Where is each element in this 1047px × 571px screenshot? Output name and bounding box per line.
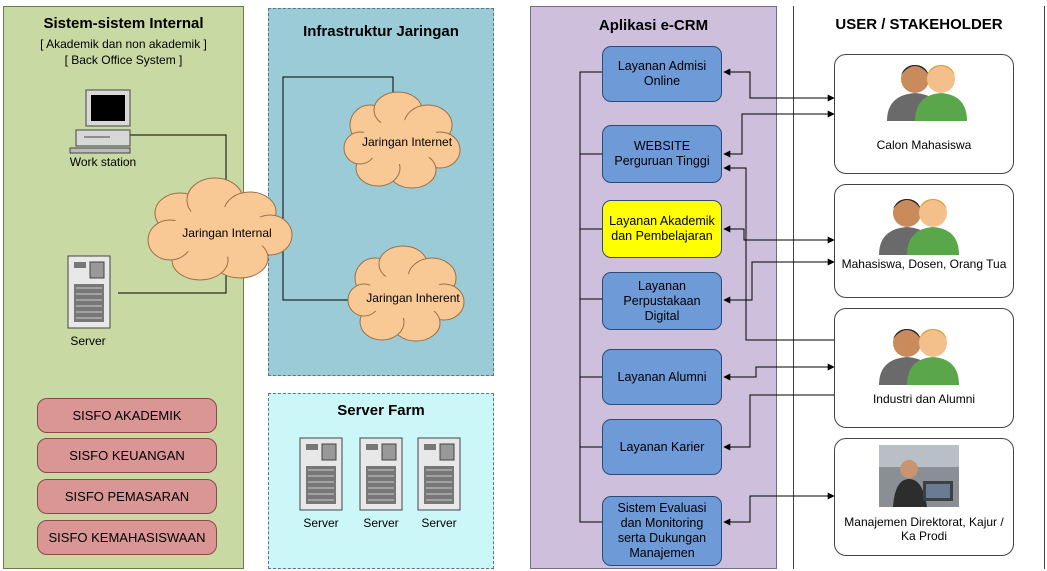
internet-connector <box>282 76 394 220</box>
service-perpustakaan: Layanan Perpustakaan Digital <box>602 272 722 330</box>
farm-server-label-1: Server <box>303 516 339 530</box>
internal-systems-subtitle-backoffice: [ Back Office System ] <box>64 53 183 67</box>
service-website: WEBSITE Perguruan Tinggi <box>602 125 722 183</box>
sisfo-pemasaran: SISFO PEMASARAN <box>37 479 217 514</box>
farm-server-icon-3 <box>417 437 461 511</box>
internet-network-label: Jaringan Internet <box>361 135 453 149</box>
link-admisi-calon <box>723 68 835 102</box>
manager-photo-icon <box>879 445 959 507</box>
user-group-label: Industri dan Alumni <box>872 392 976 406</box>
user-stakeholder-title: USER / STAKEHOLDER <box>835 16 1003 33</box>
user-group-mahasiswa-dosen: Mahasiswa, Dosen, Orang Tua <box>834 184 1014 298</box>
people-icon <box>879 329 959 385</box>
user-group-label: Mahasiswa, Dosen, Orang Tua <box>841 257 1007 271</box>
link-evaluasi-manajemen <box>723 492 835 526</box>
internal-server-icon <box>67 255 111 329</box>
internal-network-label: Jaringan Internal <box>182 226 272 240</box>
inherent-connector <box>282 240 355 301</box>
user-group-manajemen: Manajemen Direktorat, Kajur / Ka Prodi <box>834 438 1014 556</box>
internal-network-cloud <box>147 177 293 281</box>
service-karier: Layanan Karier <box>602 419 722 475</box>
workstation-label: Work station <box>69 155 137 169</box>
link-perpustakaan-mahasiswa <box>723 258 835 304</box>
inherent-cloud <box>347 245 465 342</box>
link-akademik-mahasiswa <box>723 225 835 244</box>
server-farm-title: Server Farm <box>337 402 425 419</box>
farm-server-label-2: Server <box>363 516 399 530</box>
internal-systems-subtitle-academic: [ Akademik dan non akademik ] <box>40 37 207 51</box>
link-website-calon <box>723 110 835 158</box>
service-evaluasi: Sistem Evaluasi dan Monitoring serta Duk… <box>602 496 722 566</box>
farm-server-label-3: Server <box>421 516 457 530</box>
people-icon <box>879 199 959 255</box>
sisfo-akademik: SISFO AKADEMIK <box>37 398 217 433</box>
service-akademik: Layanan Akademik dan Pembelajaran <box>602 200 722 258</box>
user-group-label: Manajemen Direktorat, Kajur / Ka Prodi <box>844 515 1004 543</box>
internet-cloud <box>343 91 461 189</box>
farm-server-icon-2 <box>359 437 403 511</box>
user-group-label: Calon Mahasiswa <box>876 138 972 152</box>
internal-server-label: Server <box>70 334 106 348</box>
network-infrastructure-title: Infrastruktur Jaringan <box>303 23 459 40</box>
workstation-icon <box>69 89 131 154</box>
internal-systems-title: Sistem-sistem Internal <box>43 15 204 32</box>
ecrm-bus <box>579 71 602 523</box>
service-admisi-online: Layanan Admisi Online <box>602 46 722 102</box>
link-karier-industri <box>723 394 834 451</box>
inherent-network-label: Jaringan Inherent <box>366 291 460 305</box>
ecrm-applications-title: Aplikasi e-CRM <box>598 17 709 34</box>
people-icon <box>887 65 967 121</box>
farm-server-icon-1 <box>299 437 343 511</box>
sisfo-kemahasiswaan: SISFO KEMAHASISWAAN <box>37 520 217 555</box>
link-website-industri <box>723 164 834 341</box>
sisfo-keuangan: SISFO KEUANGAN <box>37 438 217 473</box>
service-alumni: Layanan Alumni <box>602 349 722 405</box>
link-alumni-industri <box>723 363 835 381</box>
user-group-industri-alumni: Industri dan Alumni <box>834 308 1014 428</box>
user-group-calon-mahasiswa: Calon Mahasiswa <box>834 54 1014 174</box>
